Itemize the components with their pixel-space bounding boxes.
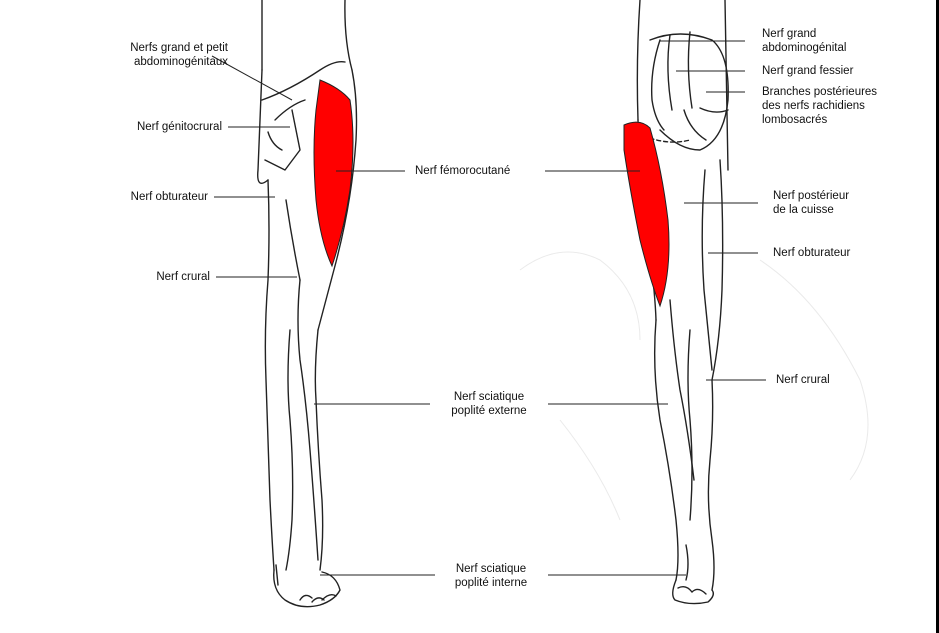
label-back-obturateur: Nerf obturateur xyxy=(773,246,913,260)
label-front-abdomino: Nerfs grand et petit abdominogénitaux xyxy=(78,41,228,69)
label-sciatique-interne: Nerf sciatique poplité interne xyxy=(435,562,547,590)
label-front-crural: Nerf crural xyxy=(100,270,210,284)
label-back-crural: Nerf crural xyxy=(776,373,916,387)
label-back-grand-fessier: Nerf grand fessier xyxy=(762,64,912,78)
leader-lines xyxy=(212,41,766,575)
front-view-leg xyxy=(258,0,357,607)
label-back-grand-abdomino: Nerf grand abdominogénital xyxy=(762,27,912,55)
label-front-genitocrural: Nerf génitocrural xyxy=(100,120,222,134)
label-sciatique-externe: Nerf sciatique poplité externe xyxy=(430,390,548,418)
back-view-leg xyxy=(637,0,728,604)
label-back-posterieur-cuisse: Nerf postérieur de la cuisse xyxy=(773,189,913,217)
front-femorocutane-highlight xyxy=(314,80,353,266)
label-back-branches: Branches postérieures des nerfs rachidie… xyxy=(762,85,922,127)
back-femorocutane-highlight xyxy=(624,122,669,306)
label-front-obturateur: Nerf obturateur xyxy=(100,190,208,204)
label-femorocutane: Nerf fémorocutané xyxy=(415,164,545,178)
